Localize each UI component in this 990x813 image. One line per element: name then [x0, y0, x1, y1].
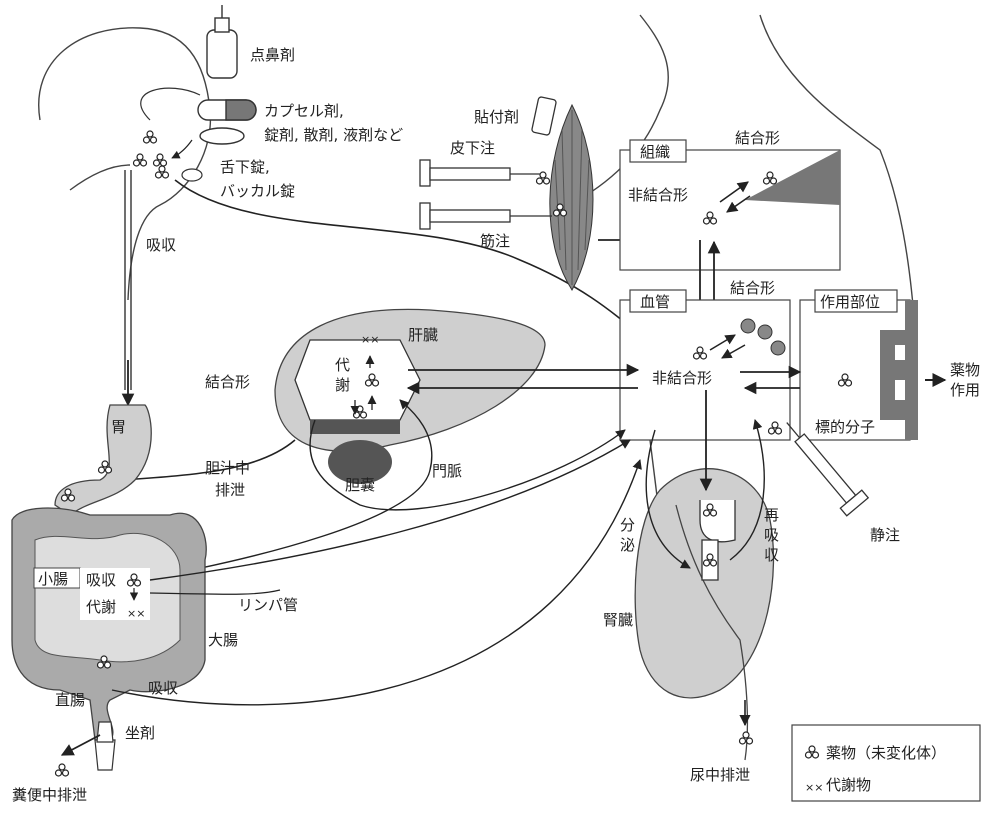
iv-label: 静注	[870, 526, 900, 544]
legend-metabolite-label: 代謝物	[826, 776, 871, 794]
secretion-line1: 分	[620, 516, 635, 534]
blood-box	[619, 289, 791, 441]
subcutaneous-label: 皮下注	[450, 139, 495, 157]
subcutaneous-syringe-icon	[419, 159, 540, 187]
blood-unbound-label: 非結合形	[652, 369, 712, 387]
legend-drug-label: 薬物（未変化体）	[826, 744, 946, 762]
sublingual-tablet-icon	[181, 168, 203, 182]
small-intestine-label: 小腸	[38, 570, 68, 588]
blood-bound-label: 結合形	[730, 279, 775, 297]
legend	[791, 724, 981, 802]
secretion-line2: 泌	[620, 536, 635, 554]
oral-forms-line2: 錠剤, 散剤, 液剤など	[264, 126, 403, 144]
target-molecule-label: 標的分子	[815, 418, 875, 436]
urinary-excretion-label: 尿中排泄	[690, 766, 750, 784]
patch-label: 貼付剤	[474, 108, 519, 126]
rectal-absorption-label: 吸収	[148, 679, 178, 697]
suppository-label: 坐剤	[125, 724, 155, 742]
tissue-bound-label: 結合形	[735, 129, 780, 147]
patch-icon	[531, 96, 557, 136]
liver-organ	[274, 308, 546, 484]
liver-metabolism-1: 代	[335, 356, 350, 374]
reabsorption-line3: 収	[764, 546, 779, 564]
sublingual-line2: バッカル錠	[220, 182, 295, 200]
biliary-excretion-line1: 胆汁中	[205, 459, 250, 477]
kidney-label: 腎臓	[603, 611, 633, 629]
gut-metabolism-label: 代謝	[86, 598, 116, 616]
suppository-icon	[96, 721, 114, 743]
drug-action-line2: 作用	[950, 381, 980, 399]
reabsorption-line2: 吸	[764, 526, 779, 544]
esophagus	[124, 170, 132, 390]
intramuscular-syringe-icon	[419, 202, 552, 230]
reabsorption-line1: 再	[764, 506, 779, 524]
rectum-label: 直腸	[55, 691, 85, 709]
site-of-action-box	[799, 289, 918, 441]
blood-title: 血管	[640, 293, 670, 311]
fecal-excretion-label: 糞便中排泄	[12, 786, 87, 804]
stomach-label: 胃	[111, 418, 126, 436]
intramuscular-label: 筋注	[480, 232, 510, 250]
nasal-spray-label: 点鼻剤	[250, 46, 295, 64]
muscle-icon	[549, 103, 594, 291]
portal-vein-label: 門脈	[432, 462, 462, 480]
site-of-action-title: 作用部位	[820, 293, 880, 311]
gallbladder-label: 胆嚢	[345, 476, 375, 494]
tissue-title: 組織	[640, 143, 670, 161]
iv-syringe-icon	[786, 422, 870, 517]
biliary-excretion-line2: 排泄	[215, 481, 245, 499]
intestines	[11, 507, 207, 741]
liver-label: 肝臓	[408, 326, 438, 344]
lymph-label: リンパ管	[238, 596, 298, 614]
tablet-icon	[199, 127, 245, 145]
large-intestine-label: 大腸	[208, 631, 238, 649]
capsule-icon	[197, 99, 257, 121]
drug-action-line1: 薬物	[950, 361, 980, 379]
oral-forms-line1: カプセル剤,	[264, 102, 344, 120]
tissue-unbound-label: 非結合形	[628, 186, 688, 204]
liver-bound-label: 結合形	[205, 373, 250, 391]
plasma-protein-icon	[740, 318, 786, 356]
liver-metabolism-2: 謝	[335, 376, 350, 394]
gut-absorption-label: 吸収	[86, 571, 116, 589]
absorption-label-top: 吸収	[146, 236, 176, 254]
sublingual-line1: 舌下錠,	[220, 158, 270, 176]
nasal-spray-icon	[206, 5, 238, 79]
rectum	[94, 739, 116, 771]
